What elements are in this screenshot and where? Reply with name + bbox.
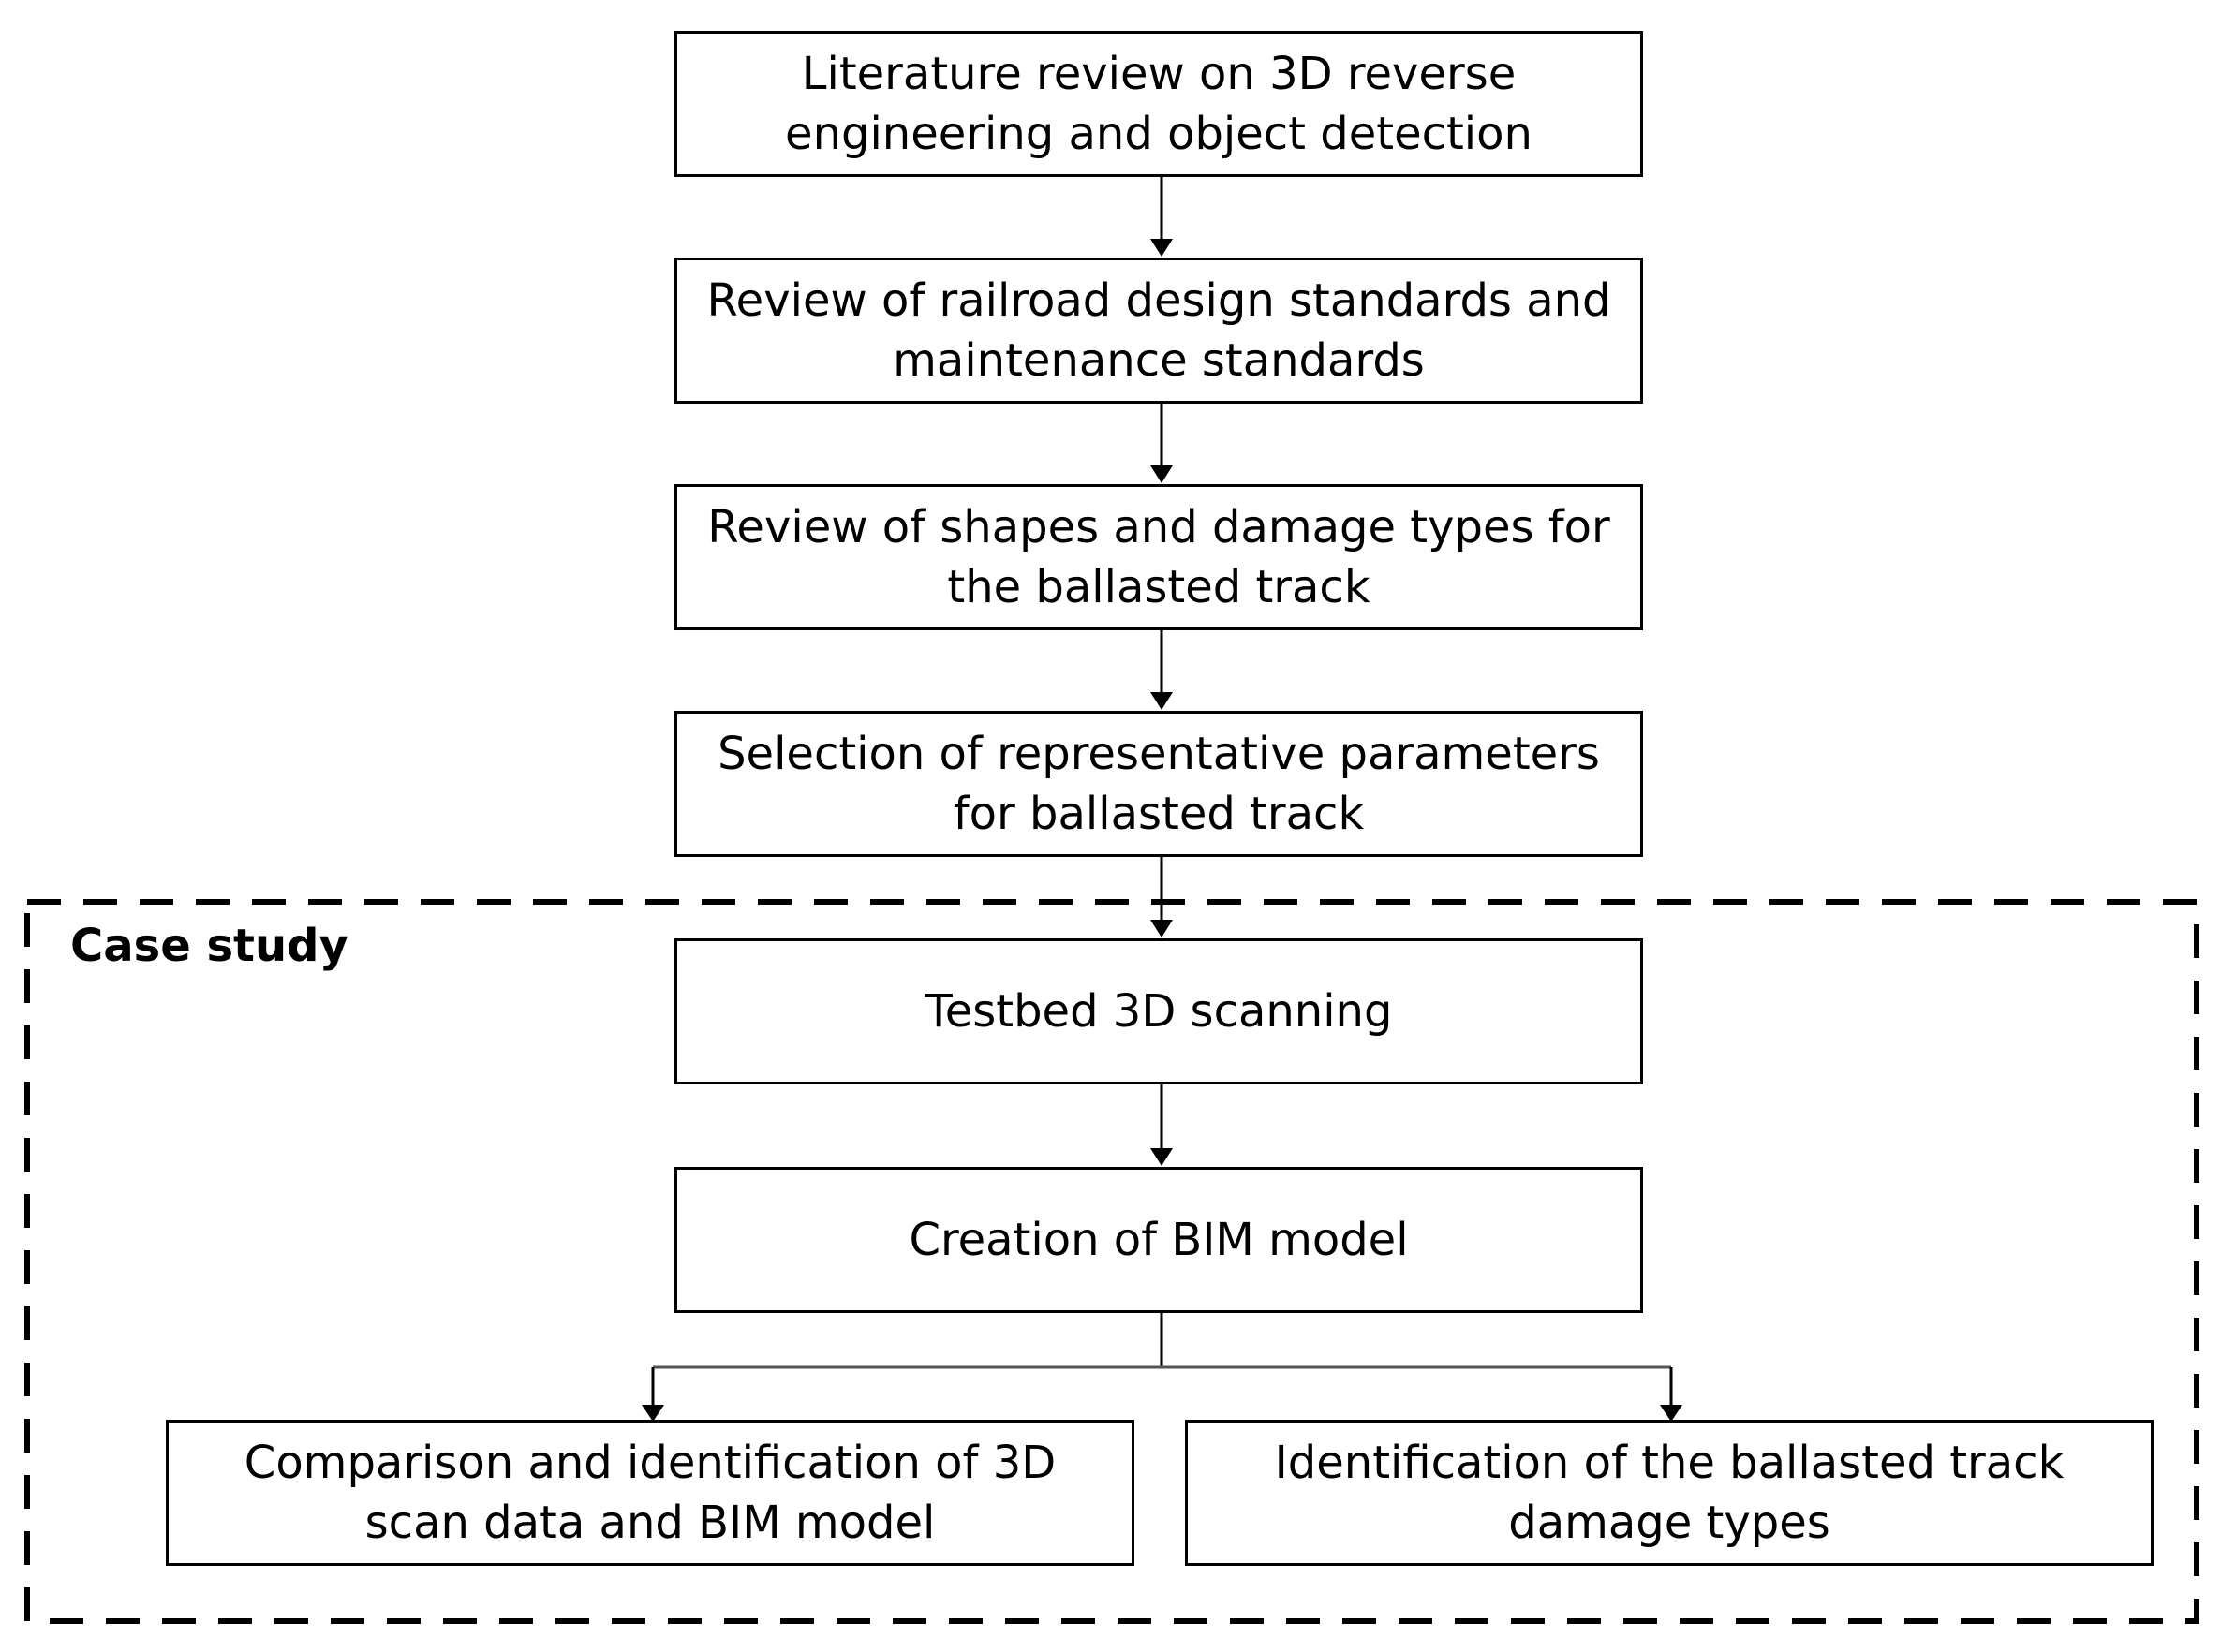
edge-standards-to-shapes: [1150, 402, 1173, 483]
step-comparison: Comparison and identification of 3D scan…: [166, 1420, 1134, 1566]
step-testbed-scanning: Testbed 3D scanning: [674, 938, 1643, 1084]
step-damage-identification: Identification of the ballasted track da…: [1185, 1420, 2154, 1566]
edge-parameters-to-scanning: [1150, 856, 1173, 937]
step-design-standards: Review of railroad design standards and …: [674, 258, 1643, 404]
step-shapes-damage-label: Review of shapes and damage types for th…: [707, 501, 1610, 613]
step-testbed-scanning-label: Testbed 3D scanning: [925, 985, 1393, 1038]
step-parameter-selection: Selection of representative parameters f…: [674, 711, 1643, 857]
edge-literature-to-standards: [1150, 175, 1173, 257]
edge-bim-branch: [642, 1312, 1682, 1422]
step-comparison-label: Comparison and identification of 3D scan…: [244, 1437, 1057, 1549]
step-literature-review-label: Literature review on 3D reverse engineer…: [785, 48, 1532, 160]
step-parameter-selection-label: Selection of representative parameters f…: [718, 728, 1600, 840]
step-bim-creation-label: Creation of BIM model: [909, 1214, 1409, 1266]
case-study-label: Case study: [70, 920, 348, 972]
step-literature-review: Literature review on 3D reverse engineer…: [674, 31, 1643, 177]
step-damage-identification-label: Identification of the ballasted track da…: [1274, 1437, 2065, 1549]
step-design-standards-label: Review of railroad design standards and …: [706, 274, 1611, 387]
step-shapes-damage: Review of shapes and damage types for th…: [674, 484, 1643, 630]
case-study-group-frame: [24, 899, 2199, 1624]
edge-scanning-to-bim: [1150, 1084, 1173, 1166]
edge-shapes-to-parameters: [1150, 629, 1173, 710]
step-bim-creation: Creation of BIM model: [674, 1167, 1643, 1313]
